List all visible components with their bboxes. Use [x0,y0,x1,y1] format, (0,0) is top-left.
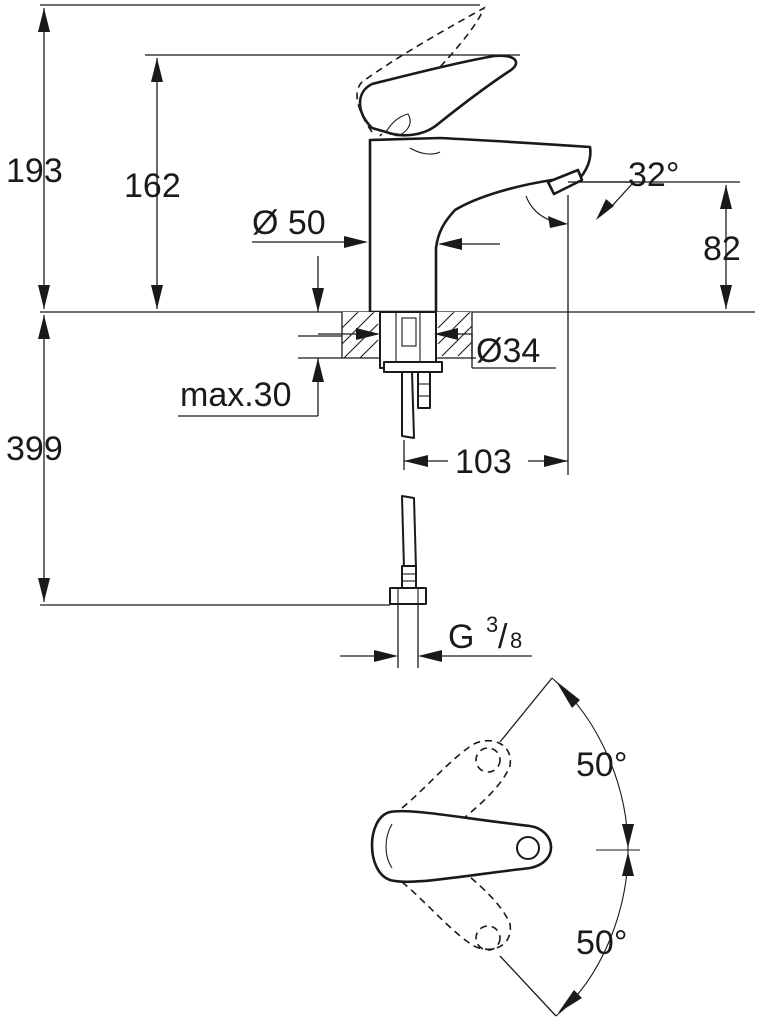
dim-angle-32-label: 32° [628,156,679,194]
dim-162-label: 162 [124,167,181,205]
lever-angle-upper-label: 50° [576,746,627,784]
dimension-angle-32: 32° [525,156,679,228]
dimension-162: 162 [124,58,181,309]
thread-prefix: G [448,618,474,656]
dim-max-30-label: max.30 [180,376,292,414]
thread-slash: / [498,618,508,656]
dim-103-label: 103 [455,443,512,481]
dimension-193: 193 [6,8,63,309]
thread-numerator: 3 [486,612,498,637]
dimension-connection-thread: G 3 / 8 [340,612,532,662]
dim-diameter-34-label: Ø34 [476,332,540,370]
dim-193-label: 193 [6,152,63,190]
hose-connection [389,495,427,668]
faucet-side-view [356,6,592,314]
dimension-82: 82 [703,185,741,309]
dimension-diameter-50: Ø 50 [252,204,500,250]
lever-top-view: 50° 50° [370,677,640,1017]
dimension-399: 399 [6,315,63,602]
dim-diameter-50-label: Ø 50 [252,204,326,242]
dimension-max-30: max.30 [178,256,324,417]
dim-82-label: 82 [703,230,741,268]
lever-angle-lower-label: 50° [576,924,627,962]
dimension-diameter-34: Ø34 [318,328,556,370]
dim-399-label: 399 [6,430,63,468]
dimension-103: 103 [403,440,568,481]
thread-denominator: 8 [510,628,522,653]
